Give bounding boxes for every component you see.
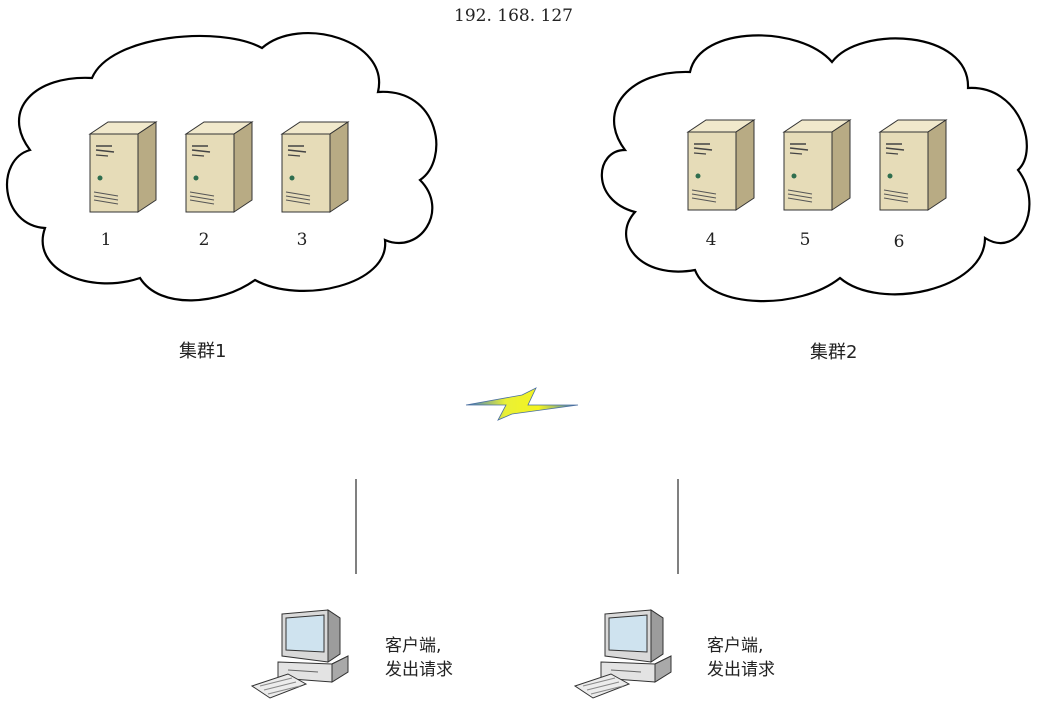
client-label-line1: 客户端,	[385, 636, 442, 656]
client-label-line2: 发出请求	[707, 660, 775, 680]
server-number-label: 1	[100, 230, 112, 250]
cluster-1-name: 集群1	[179, 341, 227, 362]
client-2-label: 客户端, 发出请求	[707, 634, 775, 682]
client-label-line2: 发出请求	[385, 660, 453, 680]
client-label-line1: 客户端,	[707, 636, 764, 656]
server-number-label: 5	[799, 230, 811, 250]
desktop-computer-icon	[248, 606, 352, 708]
server-icon	[778, 114, 854, 216]
lightning-bolt-icon	[465, 387, 579, 421]
server-icon	[180, 116, 256, 218]
server-icon	[84, 116, 160, 218]
cluster-2-name: 集群2	[810, 342, 858, 363]
server-icon	[682, 114, 758, 216]
server-number-label: 3	[296, 230, 308, 250]
desktop-computer-icon	[571, 606, 675, 708]
server-number-label: 2	[198, 230, 210, 250]
server-number-label: 6	[893, 232, 905, 252]
network-label: 192. 168. 127	[454, 6, 573, 26]
server-icon	[276, 116, 352, 218]
server-number-label: 4	[705, 230, 717, 250]
client-1-label: 客户端, 发出请求	[385, 634, 453, 682]
server-icon	[874, 114, 950, 216]
